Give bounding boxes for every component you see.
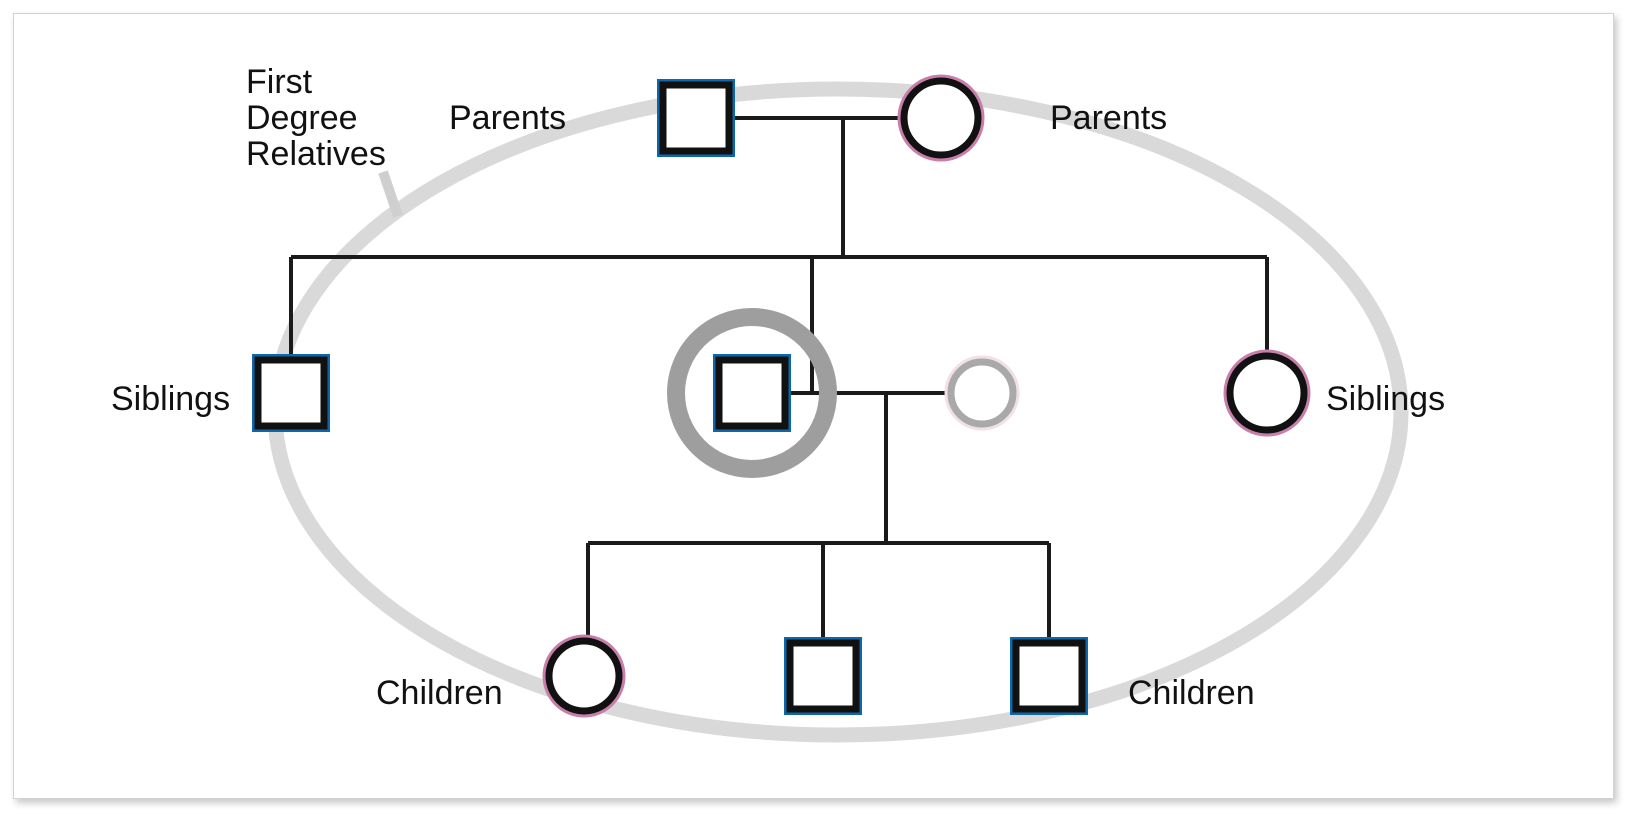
individual-proband[interactable] — [667, 308, 837, 478]
male-symbol — [1012, 639, 1086, 713]
individual-child-2[interactable] — [784, 637, 862, 715]
male-symbol — [786, 639, 860, 713]
individual-child-3[interactable] — [1010, 637, 1088, 715]
individual-sibling-right[interactable] — [1223, 349, 1311, 437]
female-symbol — [947, 358, 1017, 428]
individual-mother[interactable] — [897, 74, 985, 162]
male-symbol — [715, 356, 789, 430]
parents-label-left: Parents — [449, 99, 567, 137]
siblings-label-left: Siblings — [111, 380, 231, 418]
individual-sibling-left[interactable] — [252, 354, 330, 432]
female-symbol — [545, 637, 623, 715]
individual-child-1[interactable] — [542, 634, 626, 718]
individual-father[interactable] — [657, 79, 735, 157]
children-label-left: Children — [376, 674, 503, 712]
male-symbol — [659, 81, 733, 155]
parents-label-right: Parents — [1050, 99, 1168, 137]
proband-ring — [667, 308, 837, 478]
individual-proband-partner[interactable] — [944, 355, 1020, 431]
female-symbol — [900, 77, 982, 159]
female-symbol — [1226, 352, 1308, 434]
children-label-right: Children — [1128, 674, 1255, 712]
siblings-label-right: Siblings — [1326, 380, 1446, 418]
pedigree-connectors — [289, 116, 1269, 646]
male-symbol — [254, 356, 328, 430]
first-degree-relatives-pointer — [378, 170, 403, 218]
first-degree-relatives-label: First Degree Relatives — [246, 63, 386, 173]
